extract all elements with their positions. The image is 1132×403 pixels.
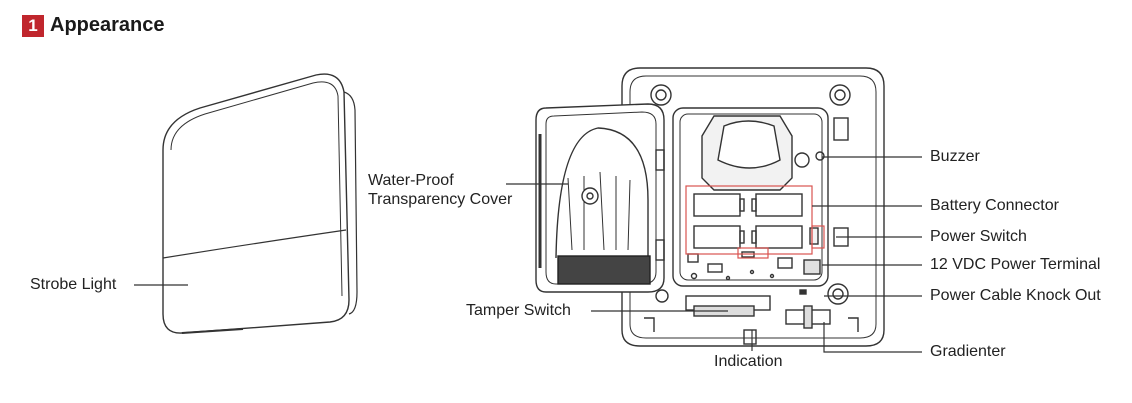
device-interior-drawing [535, 67, 885, 347]
gradienter-leader [823, 322, 922, 353]
callout-boxes [685, 185, 825, 259]
tamper-switch-label: Tamper Switch [466, 302, 571, 319]
power-switch-label: Power Switch [930, 228, 1027, 245]
leader-lines [134, 156, 922, 353]
water-proof-label-line1: Water-Proof [368, 172, 454, 189]
strobe-light-label: Strobe Light [30, 276, 117, 293]
power-switch-callout-box [811, 225, 825, 249]
indication-label: Indication [714, 353, 783, 370]
buzzer-label: Buzzer [930, 148, 980, 165]
indication-callout-box [737, 247, 769, 259]
cable-knock-out-label: Power Cable Knock Out [930, 287, 1101, 304]
power-terminal-label: 12 VDC Power Terminal [930, 256, 1101, 273]
section-number-badge: 1 [22, 14, 44, 37]
section-title: Appearance [50, 14, 165, 36]
battery-callout-box [685, 185, 813, 255]
gradienter-label: Gradienter [930, 343, 1006, 360]
section-heading: 1 Appearance [22, 14, 165, 37]
water-proof-label-line2: Transparency Cover [368, 191, 513, 208]
battery-connector-label: Battery Connector [930, 197, 1059, 214]
device-exterior-drawing [162, 73, 358, 334]
